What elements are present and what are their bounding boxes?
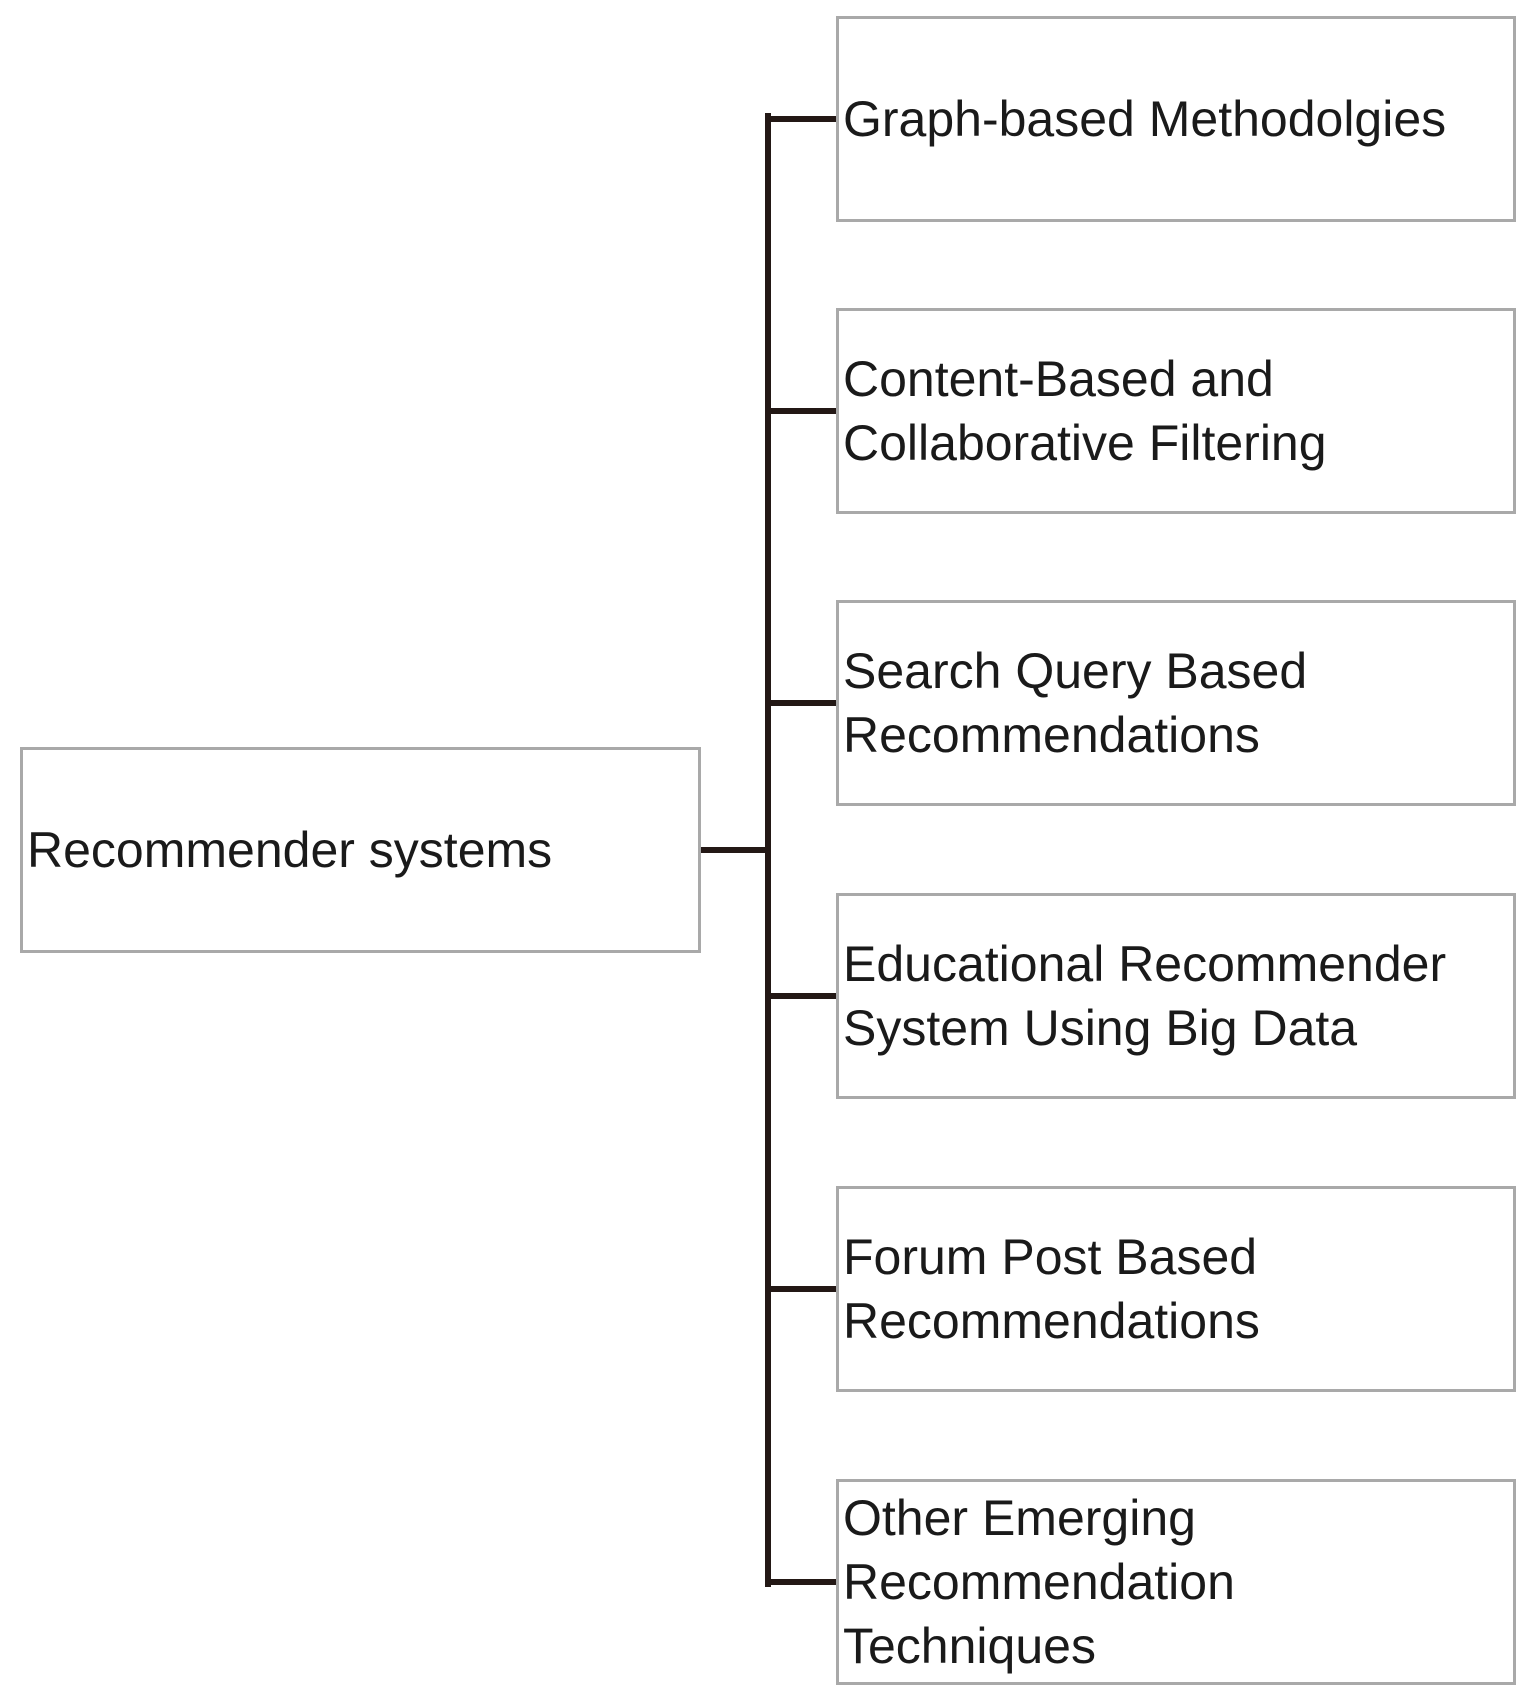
child-node-label: Educational Recommender System Using Big… xyxy=(843,936,1447,1056)
child-node-label: Graph-based Methodolgies xyxy=(843,91,1447,147)
child-node-label: Content-Based and Collaborative Filterin… xyxy=(843,351,1327,471)
child-node-search-query: Search Query Based Recommendations xyxy=(836,600,1516,806)
root-node-label: Recommender systems xyxy=(27,822,553,878)
child-node-forum-post: Forum Post Based Recommendations xyxy=(836,1186,1516,1392)
child-node-label: Search Query Based Recommendations xyxy=(843,643,1308,763)
child-node-label: Forum Post Based Recommendations xyxy=(843,1229,1260,1349)
root-node: Recommender systems xyxy=(20,747,701,953)
child-node-label: Other Emerging Recommendation Techniques xyxy=(843,1490,1235,1674)
child-node-educational: Educational Recommender System Using Big… xyxy=(836,893,1516,1099)
child-node-graph-based: Graph-based Methodolgies xyxy=(836,16,1516,222)
child-node-content-collaborative: Content-Based and Collaborative Filterin… xyxy=(836,308,1516,514)
child-node-other-emerging: Other Emerging Recommendation Techniques xyxy=(836,1479,1516,1685)
